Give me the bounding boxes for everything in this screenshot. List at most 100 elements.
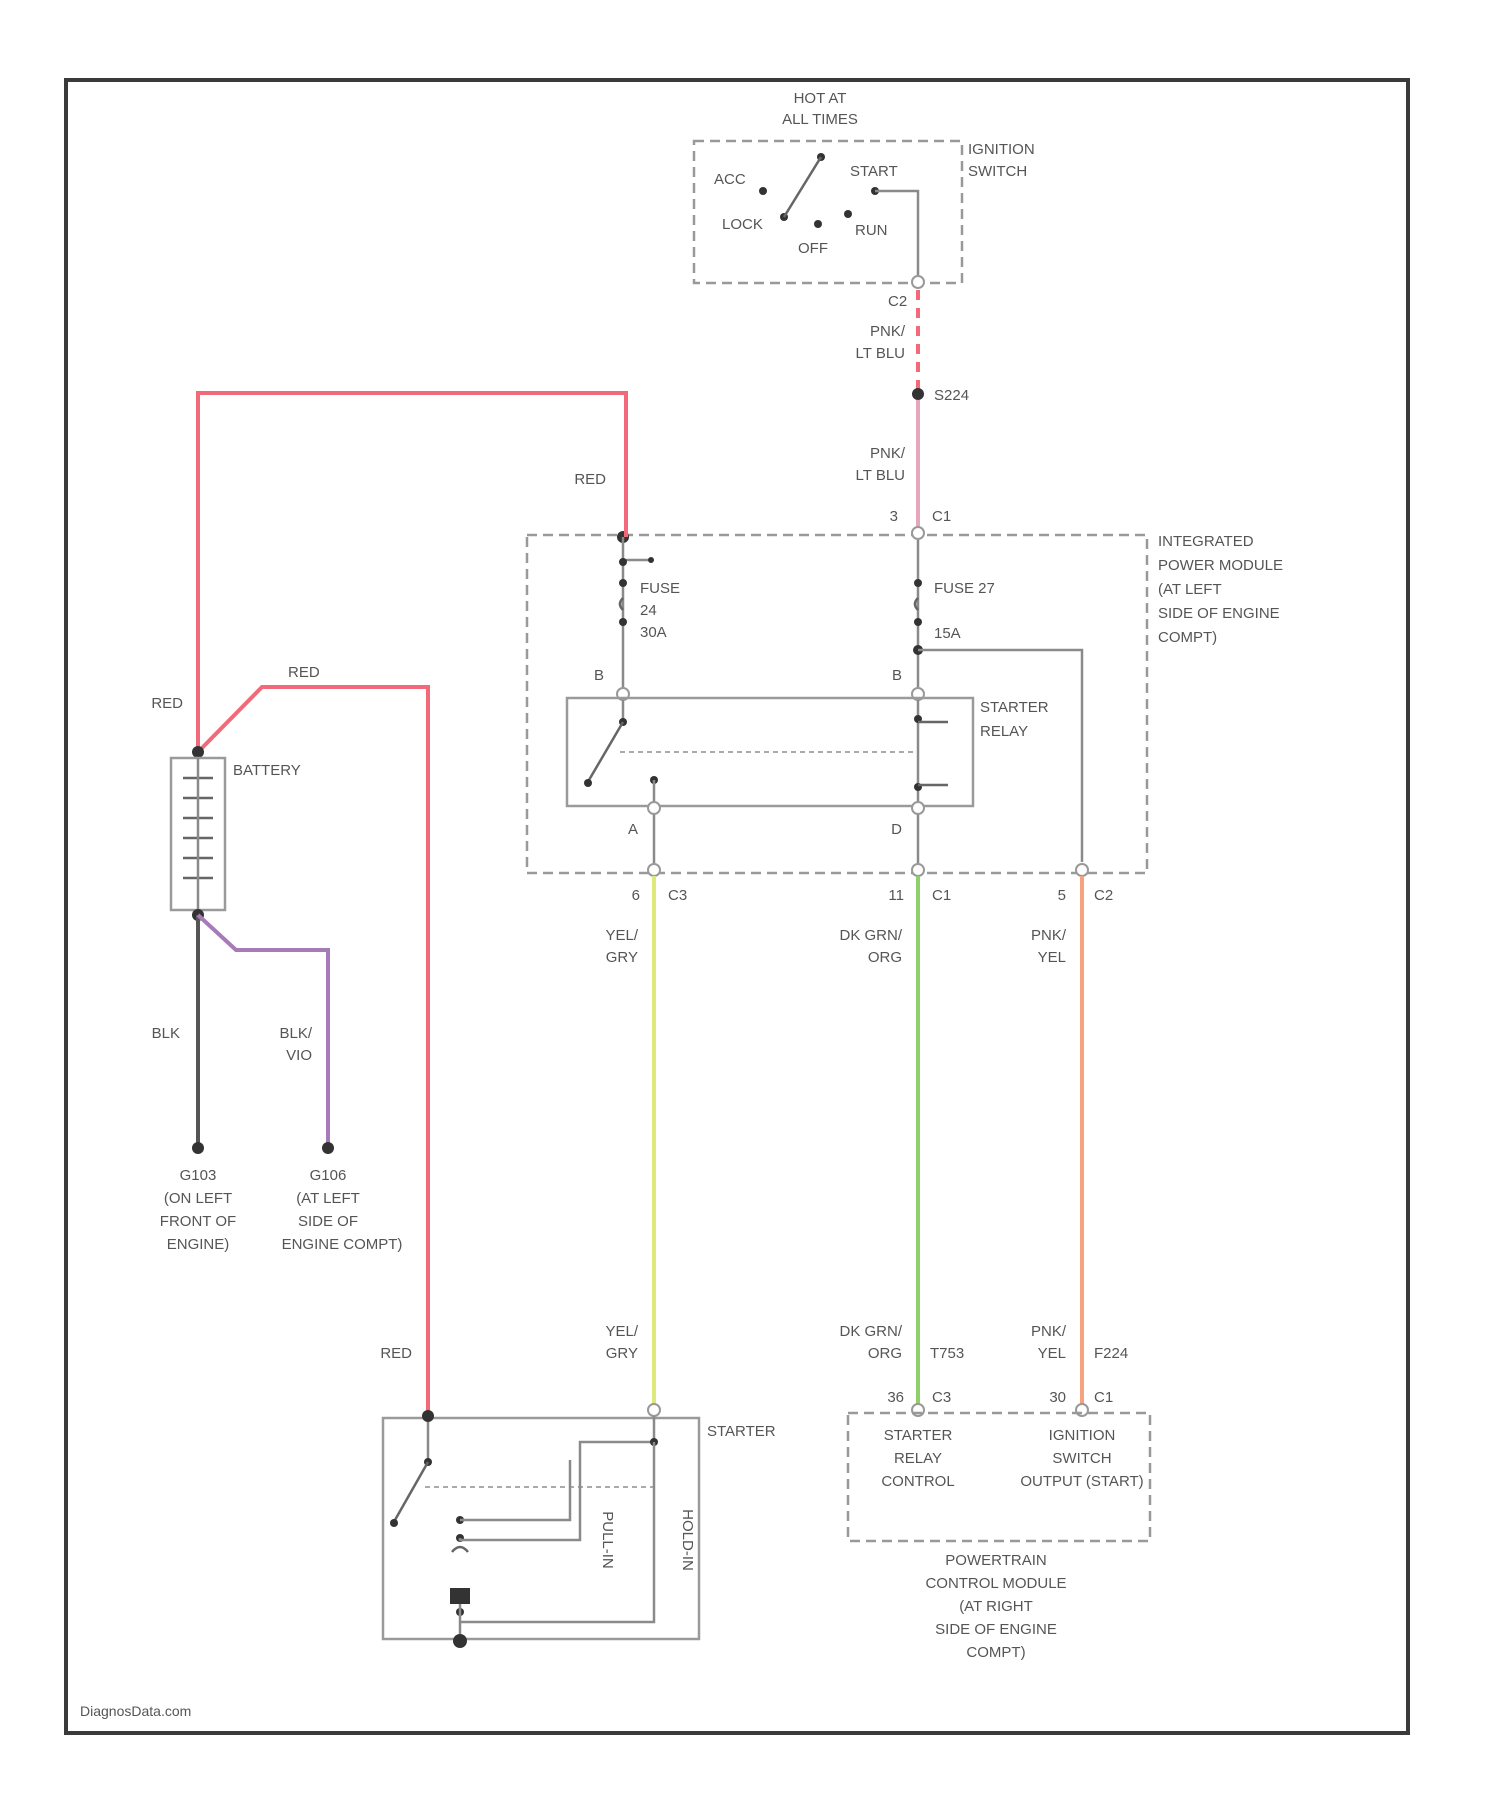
starter-contact-arm bbox=[395, 1462, 428, 1520]
ipm-pin-d: D bbox=[891, 821, 902, 838]
ground-g103 bbox=[192, 1142, 204, 1154]
starter-motor-brush bbox=[450, 1588, 470, 1604]
relay-contact-pivot bbox=[584, 779, 592, 787]
g106-label-1: G106 bbox=[310, 1167, 347, 1184]
wire-label-circuit-f224: F224 bbox=[1094, 1345, 1128, 1362]
starter-contact-pivot bbox=[390, 1519, 398, 1527]
ipm-pin-top: 3 bbox=[890, 508, 898, 525]
pcm-ign-output-1: IGNITION bbox=[1049, 1427, 1116, 1444]
pcm-label-4: SIDE OF ENGINE bbox=[935, 1621, 1057, 1638]
fuse27-amp-label: 15A bbox=[934, 625, 961, 642]
wire-label-circuit-t753: T753 bbox=[930, 1345, 964, 1362]
wire-label-pnk-lt-blu-top-1: PNK/ bbox=[870, 323, 906, 340]
pcm-label-3: (AT RIGHT bbox=[959, 1598, 1033, 1615]
wire-label-yel-gry-top-1: YEL/ bbox=[605, 927, 638, 944]
ipm-conn-mid-pin: 11 bbox=[888, 887, 904, 904]
ipm-conn-left-pin: 6 bbox=[632, 887, 640, 904]
g106-label-3: SIDE OF bbox=[298, 1213, 358, 1230]
ipm-c1-pin-bottom bbox=[912, 864, 924, 876]
pcm-label-1: POWERTRAIN bbox=[945, 1552, 1046, 1569]
battery: BATTERY bbox=[171, 746, 301, 921]
ipm-conn-right-pin: 5 bbox=[1058, 887, 1066, 904]
starter-battery-terminal bbox=[422, 1410, 434, 1422]
starter-label: STARTER bbox=[707, 1423, 776, 1440]
contact-off bbox=[814, 220, 822, 228]
wire-label-dk-grn-org-bottom-1: DK GRN/ bbox=[839, 1323, 902, 1340]
ipm-label-2: POWER MODULE bbox=[1158, 557, 1283, 574]
wire-label-red-battery: RED bbox=[151, 695, 183, 712]
g106-label-4: ENGINE COMPT) bbox=[282, 1236, 403, 1253]
ignition-switch-blade bbox=[784, 157, 821, 217]
pcm-relay-control-2: RELAY bbox=[894, 1450, 942, 1467]
ignition-switch-label-2: SWITCH bbox=[968, 163, 1027, 180]
fuse24-upper-dot bbox=[619, 579, 627, 587]
fuse24-label-1: FUSE bbox=[640, 580, 680, 597]
ignition-pos-acc: ACC bbox=[714, 171, 746, 188]
pcm-relay-control-1: STARTER bbox=[884, 1427, 953, 1444]
fuse27-lower-dot bbox=[914, 618, 922, 626]
wire-label-red-fuse: RED bbox=[574, 471, 606, 488]
ground-g106 bbox=[322, 1142, 334, 1154]
pcm-ign-output-3: OUTPUT (START) bbox=[1020, 1473, 1143, 1490]
ipm-c2-pin bbox=[1076, 864, 1088, 876]
pcm-relay-control-3: CONTROL bbox=[881, 1473, 954, 1490]
relay-pin-a bbox=[648, 802, 660, 814]
wire-label-blk-vio-2: VIO bbox=[286, 1047, 312, 1064]
g103-label-3: FRONT OF bbox=[160, 1213, 236, 1230]
ipm-box bbox=[527, 535, 1147, 873]
hold-in-label: HOLD-IN bbox=[679, 1509, 696, 1571]
red-wire-battery-to-fuse bbox=[198, 393, 626, 752]
wire-label-yel-gry-bottom-1: YEL/ bbox=[605, 1323, 638, 1340]
fuse27-bypass-wire bbox=[918, 650, 1082, 862]
fuse24-top-dot bbox=[619, 558, 627, 566]
ipm-label-5: COMPT) bbox=[1158, 629, 1217, 646]
pcm-pin-right: 30 bbox=[1049, 1389, 1066, 1406]
battery-label: BATTERY bbox=[233, 762, 301, 779]
pcm-conn-right: C1 bbox=[1094, 1389, 1113, 1406]
fuse27-label: FUSE 27 bbox=[934, 580, 995, 597]
pull-in-winding-2 bbox=[460, 1460, 570, 1520]
contact-run bbox=[844, 210, 852, 218]
splice-label: S224 bbox=[934, 387, 969, 404]
ipm-connector-top: C1 bbox=[932, 508, 951, 525]
wire-label-pnk-yel-top-2: YEL bbox=[1038, 949, 1066, 966]
ipm-pin-a: A bbox=[628, 821, 638, 838]
wire-label-yel-gry-bottom-2: GRY bbox=[606, 1345, 638, 1362]
ipm-pin-b-left: B bbox=[594, 667, 604, 684]
fuse24-label-3: 30A bbox=[640, 624, 667, 641]
ipm-label-4: SIDE OF ENGINE bbox=[1158, 605, 1280, 622]
ignition-pos-run: RUN bbox=[855, 222, 888, 239]
contact-acc bbox=[759, 187, 767, 195]
starter-solenoid-terminal bbox=[648, 1404, 660, 1416]
wire-label-red-battery-2: RED bbox=[288, 664, 320, 681]
ipm-label-1: INTEGRATED bbox=[1158, 533, 1254, 550]
pull-in-winding bbox=[460, 1416, 654, 1540]
ipm-c1-pin-top bbox=[912, 527, 924, 539]
pcm-pin-left: 36 bbox=[887, 1389, 904, 1406]
g103-label-1: G103 bbox=[180, 1167, 217, 1184]
wire-label-yel-gry-top-2: GRY bbox=[606, 949, 638, 966]
pcm-label-2: CONTROL MODULE bbox=[925, 1575, 1066, 1592]
g103-label-4: ENGINE) bbox=[167, 1236, 230, 1253]
wire-label-pnk-lt-blu-top-2: LT BLU bbox=[856, 345, 905, 362]
fuse24-branch-dot bbox=[648, 557, 654, 563]
pcm-ign-output-2: SWITCH bbox=[1052, 1450, 1111, 1467]
ignition-switch-label-1: IGNITION bbox=[968, 141, 1035, 158]
relay-pin-d bbox=[912, 802, 924, 814]
pcm-conn-left: C3 bbox=[932, 1389, 951, 1406]
relay-coil-symbol bbox=[918, 722, 948, 785]
wire-label-pnk-lt-blu-mid-1: PNK/ bbox=[870, 445, 906, 462]
wire-label-pnk-yel-top-1: PNK/ bbox=[1031, 927, 1067, 944]
ipm-c3-pin bbox=[648, 864, 660, 876]
g103-label-2: (ON LEFT bbox=[164, 1190, 232, 1207]
wire-label-pnk-lt-blu-mid-2: LT BLU bbox=[856, 467, 905, 484]
splice-s224 bbox=[912, 388, 924, 400]
pull-in-label: PULL-IN bbox=[599, 1511, 616, 1569]
hot-label-2: ALL TIMES bbox=[782, 111, 858, 128]
ignition-pos-start: START bbox=[850, 163, 898, 180]
ipm-conn-left: C3 bbox=[668, 887, 687, 904]
ignition-connector: C2 bbox=[888, 293, 907, 310]
integrated-power-module: INTEGRATED POWER MODULE (AT LEFT SIDE OF… bbox=[527, 508, 1283, 876]
wire-label-blk-vio-1: BLK/ bbox=[279, 1025, 312, 1042]
